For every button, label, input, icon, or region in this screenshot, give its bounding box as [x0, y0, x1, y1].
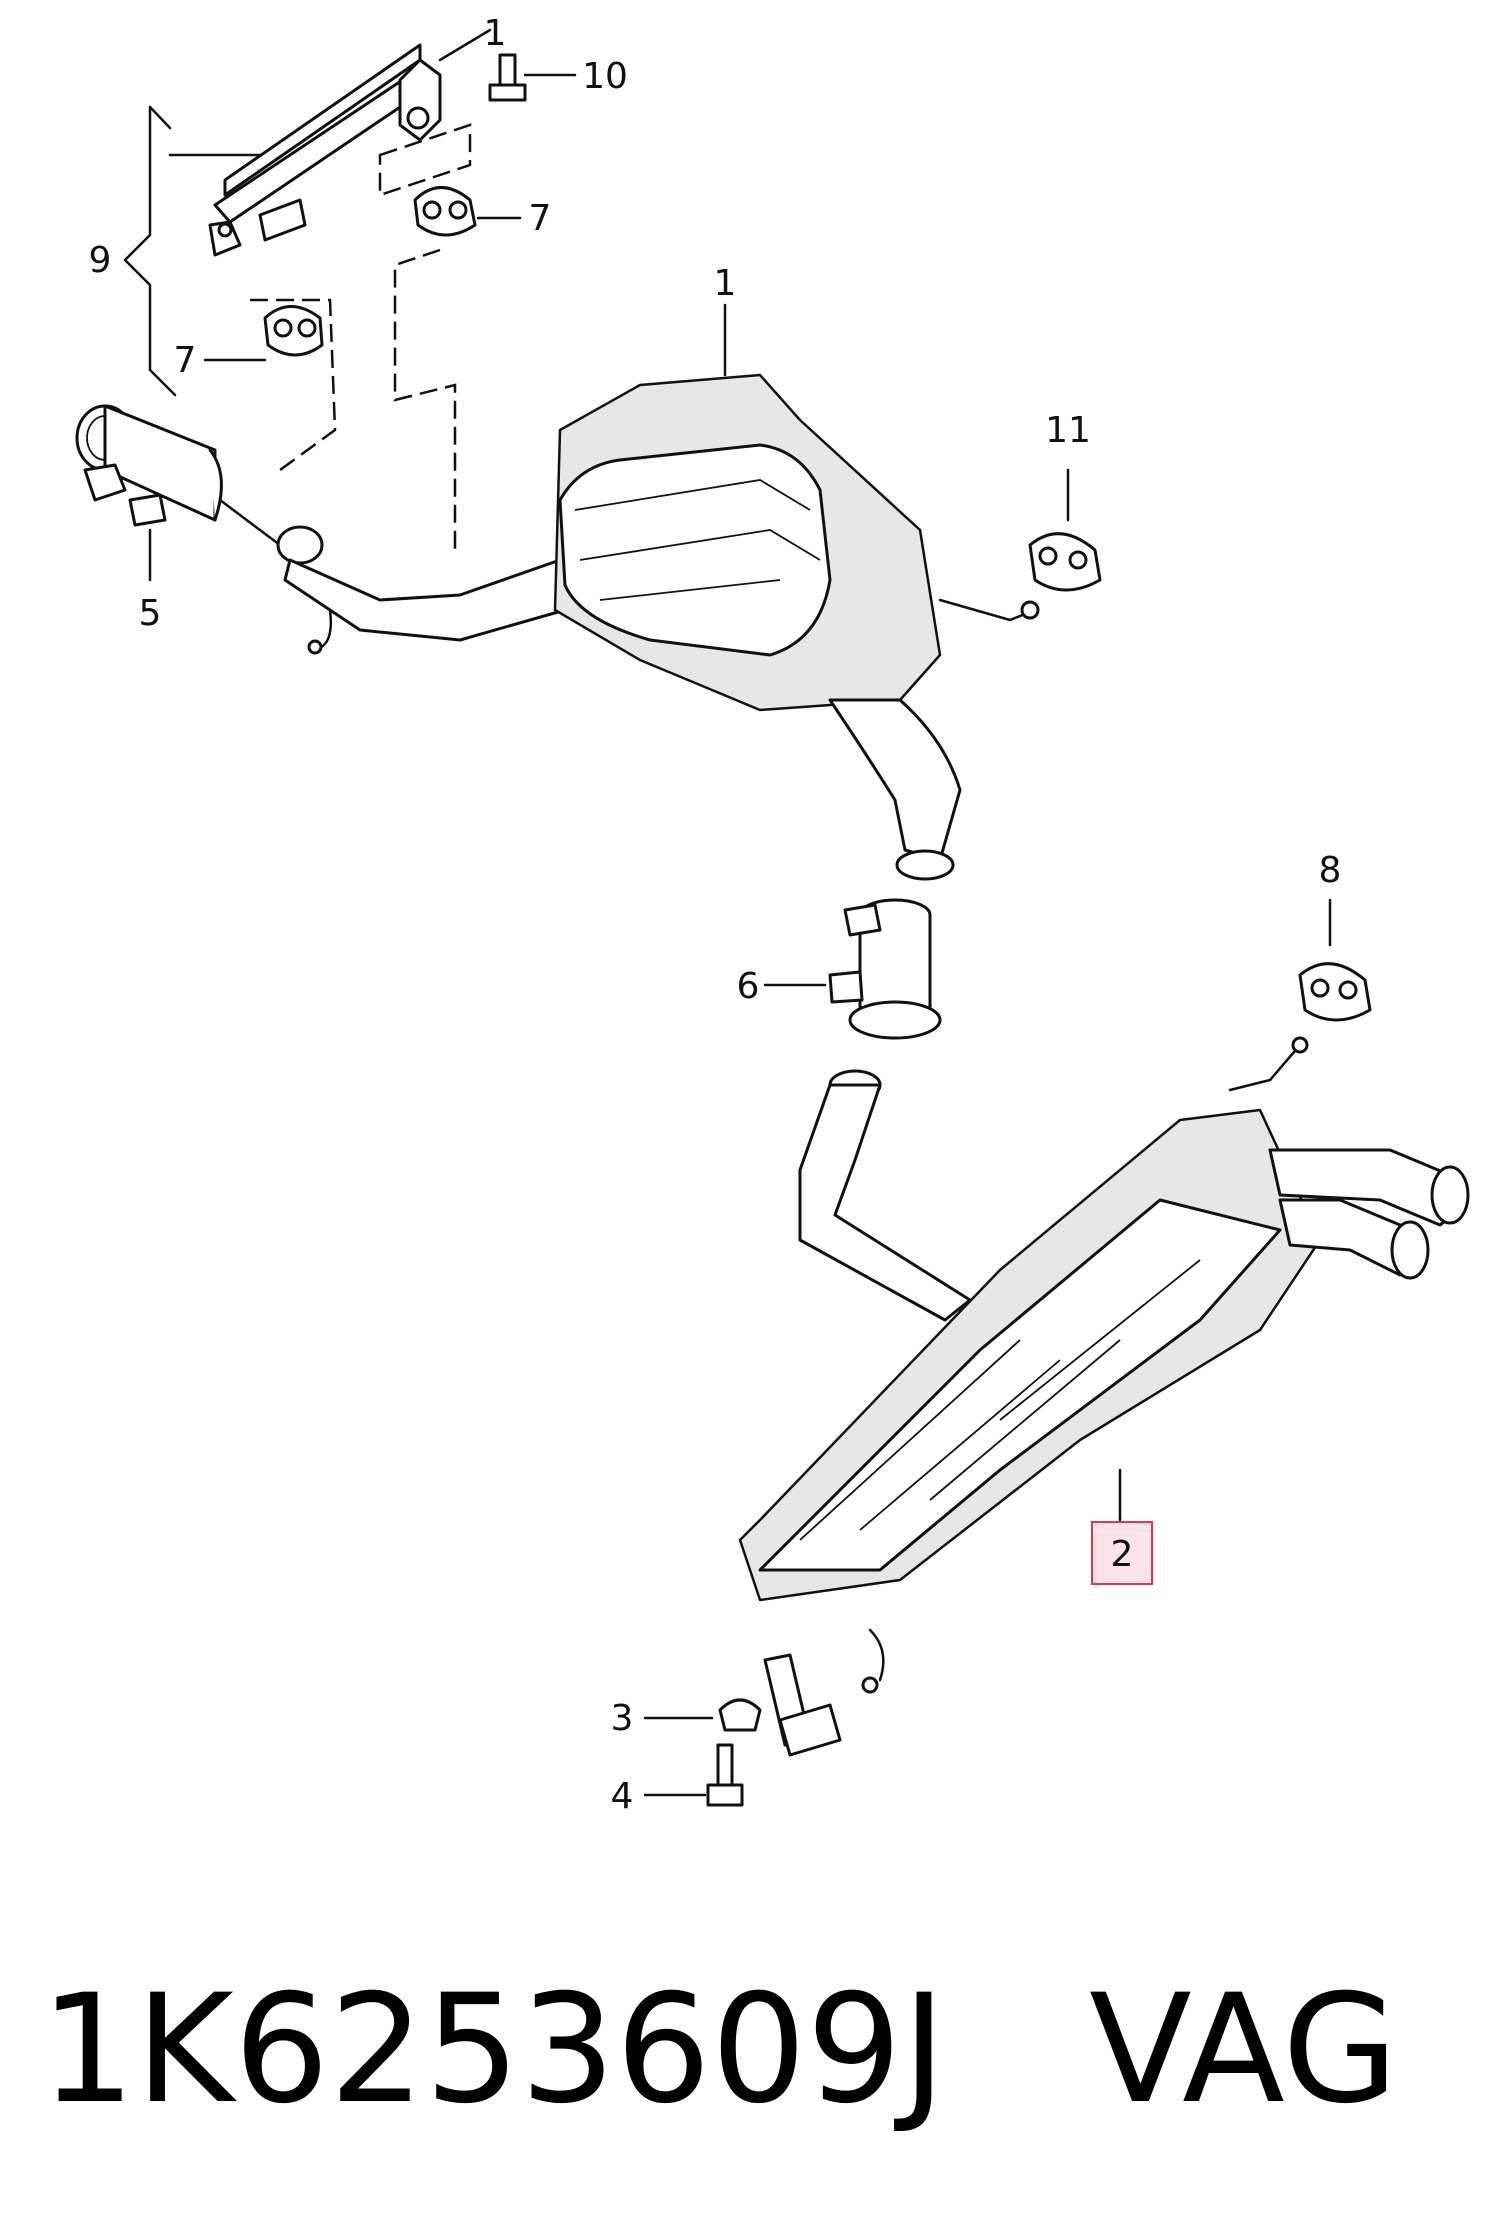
callout-8: 8 — [1319, 850, 1342, 891]
part-2-highlight — [1091, 1521, 1153, 1585]
callout-1-bracket: 1 — [484, 13, 507, 54]
callout-6: 6 — [737, 966, 760, 1007]
rubber-hanger-7-upper — [393, 186, 522, 550]
rubber-hanger-8 — [1228, 898, 1372, 1092]
brand-label: VAG — [1089, 1963, 1399, 2137]
rubber-hanger-7-lower — [203, 298, 337, 472]
callout-10: 10 — [582, 56, 628, 97]
callout-4: 4 — [611, 1776, 634, 1817]
exhaust-parts-diagram: 1 10 9 7 7 1 5 11 6 8 2 3 4 — [75, 13, 1470, 1817]
clamp-6 — [763, 898, 942, 1040]
callout-2: 2 — [1111, 1534, 1134, 1575]
rear-muffler-2 — [738, 1108, 1470, 1694]
bolt-10 — [488, 53, 577, 102]
part-number-caption: 1K6253609J VAG — [40, 1950, 1480, 2150]
bolt-4 — [643, 1743, 744, 1807]
rear-bracket-3 — [643, 1653, 842, 1757]
callout-11: 11 — [1045, 410, 1091, 451]
callout-1-muffler: 1 — [714, 263, 737, 304]
callout-3: 3 — [611, 1698, 634, 1739]
rear-inlet-pipe — [798, 1069, 972, 1322]
intermediate-pipe — [828, 698, 962, 881]
hanger-bracket-assembly — [123, 28, 492, 397]
callout-7-lower: 7 — [174, 340, 197, 381]
front-pipe — [276, 525, 567, 655]
callout-5: 5 — [139, 593, 162, 634]
rubber-hanger-11 — [1028, 468, 1102, 592]
callout-7-upper: 7 — [529, 198, 552, 239]
part-number: 1K6253609J — [40, 1963, 947, 2137]
clamp-5 — [75, 404, 282, 582]
callout-9: 9 — [89, 240, 112, 281]
center-muffler-1 — [553, 373, 1040, 712]
